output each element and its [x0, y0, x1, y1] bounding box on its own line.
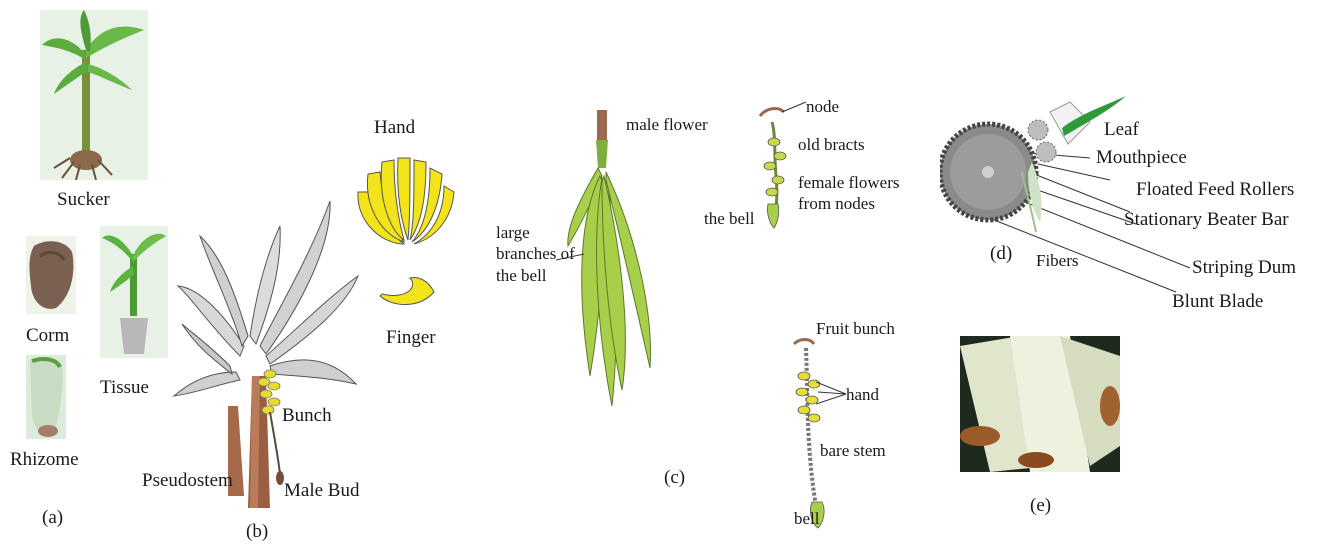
rhizome-label: Rhizome	[10, 450, 79, 469]
striping-dum-label: Striping Dum	[1192, 258, 1296, 277]
fiber-photo-icon	[960, 336, 1120, 472]
male-bud-label: Male Bud	[284, 481, 359, 500]
floated-feed-rollers-label: Floated Feed Rollers	[1136, 180, 1294, 199]
panel-e-tag: (e)	[1030, 496, 1051, 515]
leaf-label: Leaf	[1104, 120, 1139, 139]
banana-hand-icon	[352, 152, 456, 248]
fruit-bunch-stalk-icon	[786, 336, 846, 530]
panel-c-tag: (c)	[664, 468, 685, 487]
hand-label-c: hand	[846, 386, 879, 403]
male-flower-label: male flower	[626, 116, 708, 133]
banana-finger-icon	[378, 272, 436, 308]
sucker-plant-icon	[40, 10, 148, 180]
tissue-label: Tissue	[100, 378, 149, 397]
female-flowers-label: female flowers from nodes	[798, 172, 908, 215]
bunch-label: Bunch	[282, 406, 332, 425]
bell-label: bell	[794, 510, 820, 527]
fibers-label: Fibers	[1036, 252, 1079, 269]
panel-b-tag: (b)	[246, 522, 268, 541]
node-label: node	[806, 98, 839, 115]
large-branches-pointer	[556, 250, 586, 270]
panel-d-tag: (d)	[990, 244, 1012, 263]
tissue-plant-icon	[100, 226, 168, 358]
corm-label: Corm	[26, 326, 69, 345]
blunt-blade-label: Blunt Blade	[1172, 292, 1263, 311]
stationary-beater-bar-label: Stationary Beater Bar	[1124, 210, 1289, 229]
the-bell-label: the bell	[704, 210, 755, 227]
fruit-bunch-label: Fruit bunch	[816, 320, 895, 337]
hand-pointers	[816, 380, 850, 410]
bare-stem-label: bare stem	[820, 442, 886, 459]
mouthpiece-label: Mouthpiece	[1096, 148, 1187, 167]
rhizome-icon	[26, 355, 66, 439]
finger-label: Finger	[386, 328, 436, 347]
panel-a-tag: (a)	[42, 508, 63, 527]
banana-tree-icon	[170, 196, 360, 516]
pseudostem-label: Pseudostem	[142, 471, 233, 490]
corm-icon	[26, 236, 76, 314]
sucker-label: Sucker	[57, 190, 110, 209]
old-bracts-label: old bracts	[798, 136, 865, 153]
hand-label: Hand	[374, 118, 415, 137]
